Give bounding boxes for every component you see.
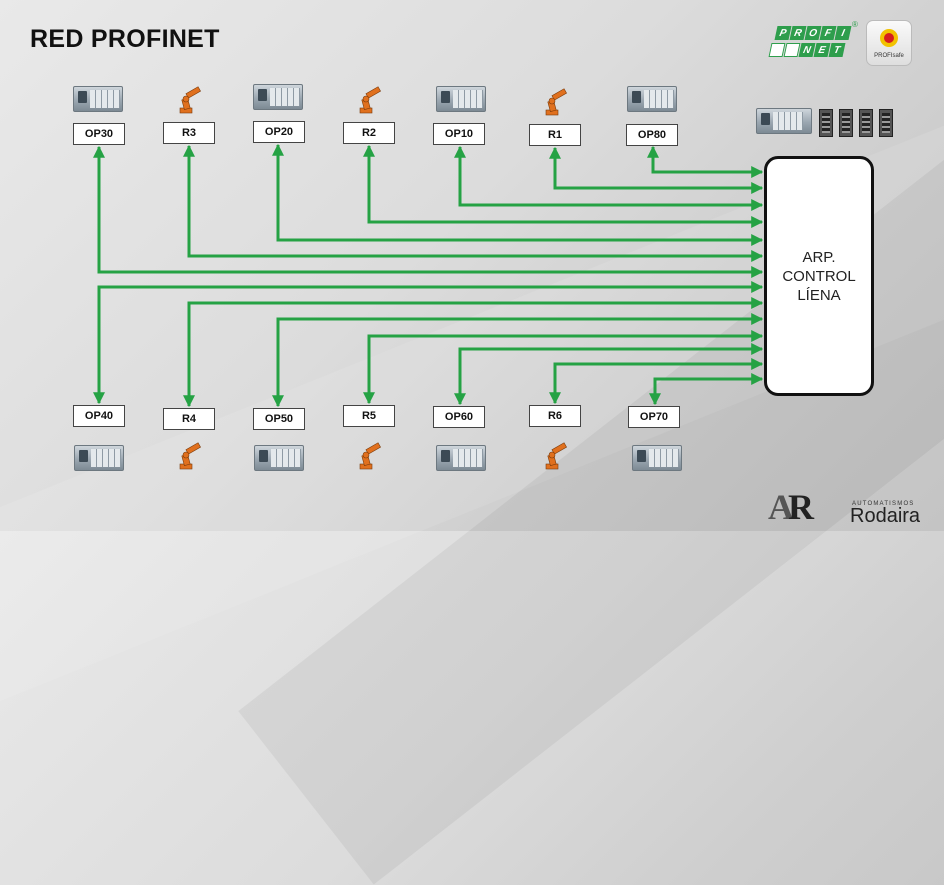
link-r5: [363, 330, 764, 405]
node-label-op70[interactable]: OP70: [628, 406, 680, 428]
control-box-line: ARP.: [802, 248, 836, 266]
link-r2: [363, 144, 764, 228]
link-op50: [272, 313, 764, 408]
link-op70: [649, 373, 764, 406]
node-label-r6[interactable]: R6: [529, 405, 581, 427]
plc-rack-icon: [254, 445, 304, 471]
node-label-op40[interactable]: OP40: [73, 405, 125, 427]
node-label-r2[interactable]: R2: [343, 122, 395, 144]
link-op60: [454, 343, 764, 406]
plc-rack-icon: [74, 445, 124, 471]
link-r4: [183, 297, 764, 408]
logo-letter: A: [768, 487, 794, 527]
link-op80: [647, 145, 764, 178]
industrial-robot-icon: [545, 88, 567, 116]
industrial-robot-icon: [359, 442, 381, 470]
node-label-r5[interactable]: R5: [343, 405, 395, 427]
link-op30: [93, 145, 764, 278]
company-logo-mark: AR: [768, 486, 814, 528]
industrial-robot-icon: [179, 86, 201, 114]
link-r1: [549, 146, 764, 194]
link-op20: [272, 143, 764, 246]
link-op10: [454, 145, 764, 211]
plc-rack-icon: [436, 445, 486, 471]
link-r6: [549, 358, 764, 405]
industrial-robot-icon: [359, 86, 381, 114]
node-label-r3[interactable]: R3: [163, 122, 215, 144]
logo-letter: R: [788, 487, 814, 527]
network-switch-icon: [879, 109, 893, 137]
node-label-op80[interactable]: OP80: [626, 124, 678, 146]
plc-rack-icon: [632, 445, 682, 471]
industrial-robot-icon: [545, 442, 567, 470]
network-links: [93, 143, 764, 408]
control-box-text: ARP. CONTROL LÍENA: [782, 248, 855, 305]
profisafe-text: PROFIsafe: [874, 53, 904, 59]
network-switch-icon: [839, 109, 853, 137]
plc-rack-icon: [627, 86, 677, 112]
network-switch-icon: [819, 109, 833, 137]
plc-rack-icon: [436, 86, 486, 112]
node-label-op60[interactable]: OP60: [433, 406, 485, 428]
plc-rack-icon: [73, 86, 123, 112]
company-logo: AR AUTOMATISMOS Rodaira: [768, 486, 938, 528]
control-box-line: CONTROL: [782, 267, 856, 285]
node-label-r1[interactable]: R1: [529, 124, 581, 146]
plc-rack-icon: [756, 108, 812, 134]
profinet-logo: P R O F I N E T ®: [768, 20, 858, 62]
plc-rack-icon: [253, 84, 303, 110]
industrial-robot-icon: [179, 442, 201, 470]
registered-mark: ®: [852, 20, 858, 29]
node-label-op20[interactable]: OP20: [253, 121, 305, 143]
node-label-op50[interactable]: OP50: [253, 408, 305, 430]
control-box-line: LÍENA: [797, 286, 841, 304]
node-label-r4[interactable]: R4: [163, 408, 215, 430]
node-label-op10[interactable]: OP10: [433, 123, 485, 145]
emergency-stop-icon: [880, 29, 898, 47]
network-switch-icon: [859, 109, 873, 137]
node-label-op30[interactable]: OP30: [73, 123, 125, 145]
company-logo-subtitle: AUTOMATISMOS: [852, 501, 915, 507]
link-op40: [93, 281, 764, 405]
page-title: RED PROFINET: [30, 25, 220, 53]
control-box: ARP. CONTROL LÍENA: [764, 156, 874, 396]
profisafe-logo: PROFIsafe: [866, 20, 912, 66]
company-logo-name: Rodaira: [850, 505, 921, 527]
